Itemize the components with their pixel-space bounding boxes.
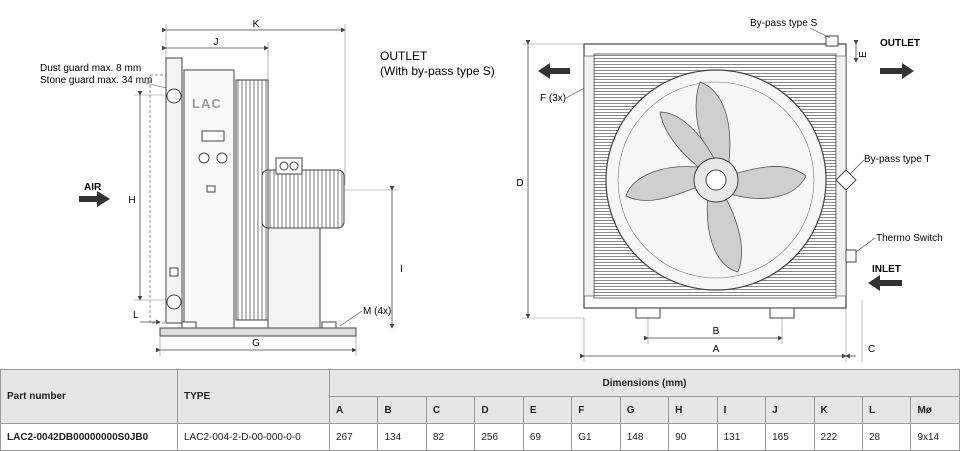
inlet-label: INLET — [872, 264, 901, 275]
fan-icon — [605, 69, 827, 291]
part-number-cell: LAC2-0042DB00000000S0JB0 — [0, 423, 178, 451]
dim-k-label: K — [253, 19, 260, 30]
col-header-e: E — [522, 396, 573, 424]
lower-port — [166, 294, 182, 310]
col-header-m: Mø — [910, 396, 960, 424]
air-arrow-icon — [79, 191, 110, 207]
outlet-caption-subtitle: (With by-pass type S) — [380, 64, 495, 78]
outlet-left-arrow-icon — [538, 63, 570, 79]
dim-j-label: J — [214, 37, 219, 48]
value-k: 222 — [813, 423, 863, 451]
value-d: 256 — [474, 423, 524, 451]
technical-drawing: K J Dust guard max. 8 mm Stone guard max… — [40, 18, 943, 362]
switch-1-icon — [198, 152, 210, 164]
air-label: AIR — [84, 182, 102, 193]
dim-l-label: L — [133, 310, 139, 321]
outlet-right-arrow-icon — [880, 63, 914, 79]
col-header-l: L — [861, 396, 912, 424]
front-view: F (3x) By-pass type S — [516, 18, 943, 362]
dust-guard-note: Dust guard max. 8 mm — [40, 63, 141, 74]
mount-label: M (4x) — [363, 306, 391, 317]
dim-d-label: D — [516, 178, 523, 189]
col-header-i: I — [716, 396, 767, 424]
motor-pedestal — [267, 227, 321, 329]
port-label: F (3x) — [540, 93, 566, 104]
value-m: 9x14 — [910, 423, 960, 451]
col-header-h: H — [668, 396, 718, 424]
col-header-j: J — [765, 396, 815, 424]
value-g: 148 — [619, 423, 670, 451]
col-header-d: D — [474, 396, 524, 424]
outlet-right-label: OUTLET — [880, 38, 920, 49]
col-header-c: C — [425, 396, 476, 424]
value-e: 69 — [522, 423, 573, 451]
value-c: 82 — [425, 423, 476, 451]
thermo-switch — [845, 249, 857, 263]
dim-e-label: E — [858, 51, 869, 58]
dim-b-label: B — [713, 326, 720, 337]
value-f: G1 — [571, 423, 621, 451]
stone-guard-note: Stone guard max. 34 mm — [40, 75, 152, 86]
dim-i-label: I — [400, 264, 403, 275]
inlet-arrow-icon — [868, 275, 902, 291]
thermo-switch-label: Thermo Switch — [876, 233, 943, 244]
base-plate — [159, 327, 357, 337]
bypass-t-label: By-pass type T — [864, 154, 931, 165]
type-header: TYPE — [177, 369, 330, 424]
value-a: 267 — [328, 423, 379, 451]
upper-port — [166, 88, 182, 104]
switch-2-icon — [216, 152, 228, 164]
value-i: 131 — [716, 423, 767, 451]
value-b: 134 — [377, 423, 427, 451]
radiator-side — [165, 57, 183, 324]
bypass-t-valve — [835, 169, 857, 191]
type-cell: LAC2-004-2-D-00-000-0-0 — [177, 423, 330, 451]
dim-g-label: G — [252, 338, 260, 349]
bypass-s-label: By-pass type S — [750, 18, 818, 29]
part-number-header: Part number — [0, 369, 178, 424]
col-header-a: A — [328, 396, 379, 424]
col-header-f: F — [571, 396, 621, 424]
value-h: 90 — [668, 423, 718, 451]
dimensions-header: Dimensions (mm) — [329, 369, 960, 397]
bypass-s-valve — [825, 35, 839, 47]
col-header-g: G — [619, 396, 670, 424]
dim-h-label: H — [128, 195, 135, 206]
col-header-k: K — [813, 396, 863, 424]
value-j: 165 — [765, 423, 815, 451]
specification-table: Part number TYPE Dimensions (mm) A B C D… — [0, 369, 960, 451]
side-view: K J Dust guard max. 8 mm Stone guard max… — [40, 19, 403, 356]
control-box — [183, 69, 235, 331]
value-l: 28 — [861, 423, 912, 451]
table-row: LAC2-0042DB00000000S0JB0 LAC2-004-2-D-00… — [0, 423, 960, 451]
outlet-caption-title: OUTLET — [380, 49, 428, 63]
motor — [261, 169, 345, 229]
dim-a-label: A — [713, 344, 720, 355]
dim-c-label: C — [868, 344, 875, 355]
brand-logo: LAC — [192, 96, 222, 111]
col-header-b: B — [377, 396, 427, 424]
